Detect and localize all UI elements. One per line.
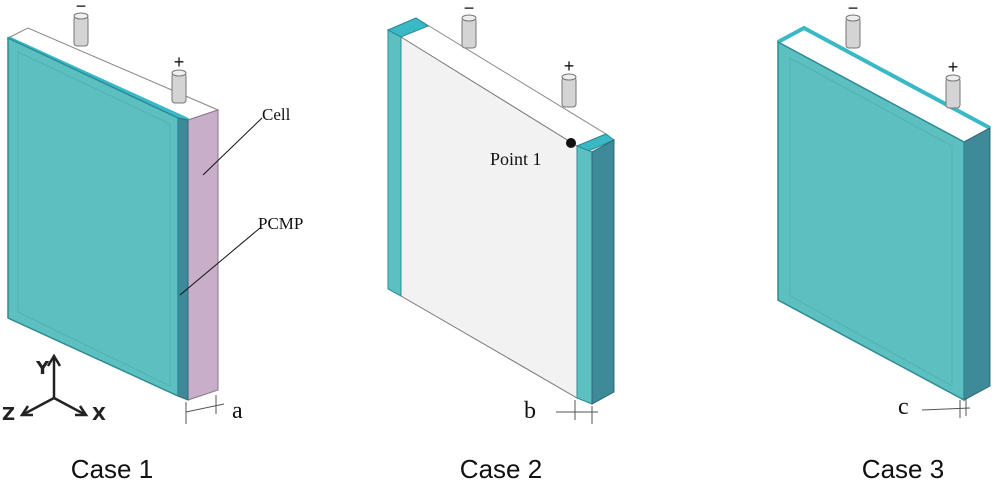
case-3-gap-dimension [921, 398, 971, 418]
case-2-point-1-marker [566, 138, 576, 148]
case-2-pcmp-right-side [591, 139, 615, 405]
axis-z-label: Z [2, 404, 15, 425]
case-3-caption: Case 3 [862, 454, 944, 484]
case-2-cell-front [400, 36, 578, 399]
case-1-positive-terminal [171, 69, 187, 104]
case-2-pcmp-right-front [576, 145, 593, 405]
case-3-diagram: − + c Case 3 [776, 0, 992, 484]
case-3-pcmp-front [777, 40, 965, 402]
case-1-positive-sign: + [174, 52, 185, 72]
case-2-negative-sign: − [464, 0, 475, 18]
axis-x-label: X [92, 404, 106, 425]
case-2-pcmp-left [387, 29, 402, 297]
case-2-gap-label: b [524, 398, 536, 424]
case-2-positive-terminal [561, 73, 577, 108]
axis-y-label: Y [35, 358, 50, 379]
case-1-pcmp-side [177, 117, 189, 401]
case-1-gap-label: a [232, 398, 243, 424]
case-2-positive-sign: + [564, 56, 575, 76]
case-2-caption: Case 2 [460, 454, 542, 484]
case-1-cell-leader [202, 117, 263, 176]
case-3-negative-sign: − [848, 0, 859, 18]
case-1-negative-sign: − [76, 0, 87, 16]
case-1-diagram: − + Cell PCMP a Y Z X Case 1 [2, 0, 303, 484]
case-3-positive-sign: + [948, 57, 959, 77]
case-1-caption: Case 1 [71, 454, 153, 484]
axis-triad [19, 353, 89, 417]
case-3-gap-label: c [898, 394, 909, 420]
case-1-pcmp-leader [179, 227, 261, 296]
case-3-negative-terminal [845, 14, 861, 49]
case-2-gap-dimension [556, 400, 598, 424]
case-1-pcmp-label: PCMP [258, 214, 303, 233]
case-1-cell-side [187, 109, 219, 401]
case-1-pcmp-front [7, 36, 179, 398]
case-1-negative-terminal [73, 12, 89, 47]
case-2-negative-terminal [461, 14, 477, 49]
case-3-pcmp-side [963, 127, 991, 401]
case-2-point-1-label: Point 1 [490, 149, 542, 169]
case-3-positive-terminal [945, 74, 961, 109]
case-1-cell-label: Cell [262, 105, 291, 124]
case-2-diagram: − + Point 1 b Case 2 [386, 0, 615, 484]
case-1-gap-dimension [185, 395, 225, 424]
